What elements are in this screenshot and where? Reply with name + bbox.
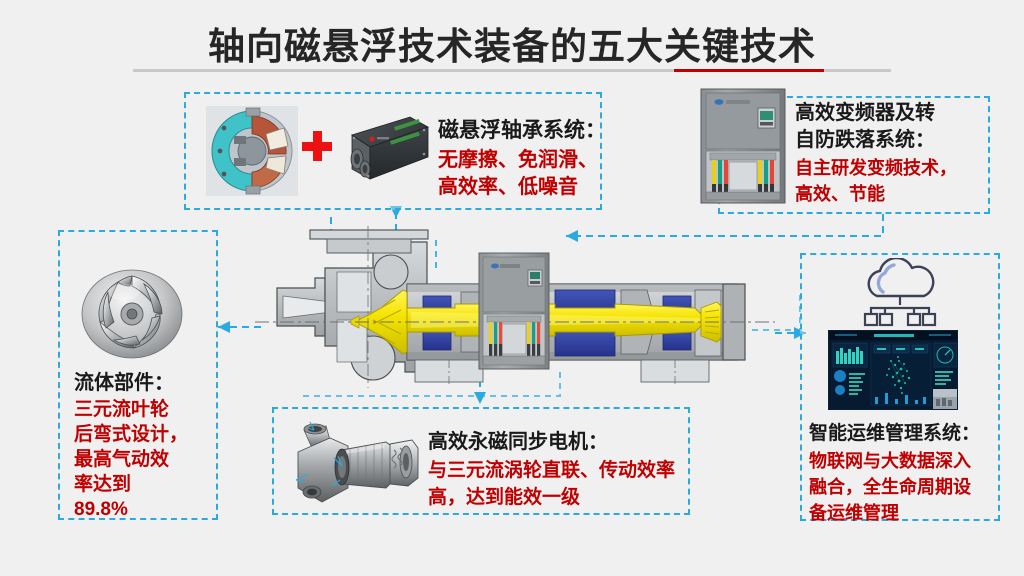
title-divider bbox=[133, 69, 891, 72]
callout-body-line: 率达到 bbox=[74, 474, 132, 495]
callout-text-magnetic-bearing: 磁悬浮轴承系统： 无摩擦、免润滑、 高效率、低噪音 bbox=[438, 116, 606, 201]
callout-heading-magnetic-bearing: 磁悬浮轴承系统： bbox=[438, 119, 606, 142]
callout-body-line: 后弯式设计， bbox=[74, 424, 189, 445]
iot-cloud-icon bbox=[843, 256, 959, 328]
title-divider-accent bbox=[674, 69, 824, 72]
bearing-controller-unit bbox=[332, 113, 430, 191]
callout-text-vfd: 高效变频器及转 自防跌落系统： 自主研发变频技术， 高效、节能 bbox=[795, 100, 957, 207]
callout-body-line: 高，达到能效一级 bbox=[428, 487, 581, 508]
callout-body-line: 最高气动效 bbox=[74, 449, 170, 470]
callout-heading-line: 高效变频器及转 bbox=[795, 102, 935, 124]
callout-body-line: 与三元流涡轮直联、传动效率 bbox=[428, 460, 676, 481]
callout-text-motor: 高效永磁同步电机： 与三元流涡轮直联、传动效率 高，达到能效一级 bbox=[428, 428, 675, 511]
callout-text-fluid-components: 流体部件： 三元流叶轮 后弯式设计， 最高气动效 率达到 89.8% bbox=[74, 370, 188, 522]
callout-heading-motor: 高效永磁同步电机： bbox=[428, 431, 608, 453]
callout-body-line: 三元流叶轮 bbox=[74, 399, 170, 420]
callout-body-line: 融合，全生命周期设 bbox=[809, 477, 971, 497]
vfd-cabinet-overlay bbox=[478, 252, 550, 370]
impeller-3d-render bbox=[74, 252, 194, 362]
callout-body-line: 自主研发变频技术， bbox=[795, 158, 957, 178]
callout-body-value: 89.8% bbox=[74, 499, 128, 520]
callout-body-line: 无摩擦、免润滑、 bbox=[438, 149, 598, 171]
callout-heading-smart-om: 智能运维管理系统： bbox=[809, 423, 981, 444]
motor-cutaway-render bbox=[282, 418, 424, 510]
callout-text-smart-om: 智能运维管理系统： 物联网与大数据深入 融合，全生命周期设 备运维管理 bbox=[809, 420, 980, 526]
callout-heading-fluid: 流体部件： bbox=[74, 372, 174, 394]
callout-heading-line: 自防跌落系统： bbox=[795, 129, 935, 151]
callout-body-line: 物联网与大数据深入 bbox=[809, 451, 971, 471]
callout-body-line: 备运维管理 bbox=[809, 503, 899, 523]
plus-icon bbox=[302, 131, 332, 161]
page-title: 轴向磁悬浮技术装备的五大关键技术 bbox=[208, 26, 816, 67]
magnetic-bearing-cross-section bbox=[206, 106, 298, 196]
monitoring-dashboard-screenshot bbox=[828, 330, 958, 410]
callout-body-line: 高效、节能 bbox=[795, 184, 885, 204]
callout-body-line: 高效率、低噪音 bbox=[438, 176, 578, 198]
vfd-cabinet-photo bbox=[700, 88, 786, 204]
